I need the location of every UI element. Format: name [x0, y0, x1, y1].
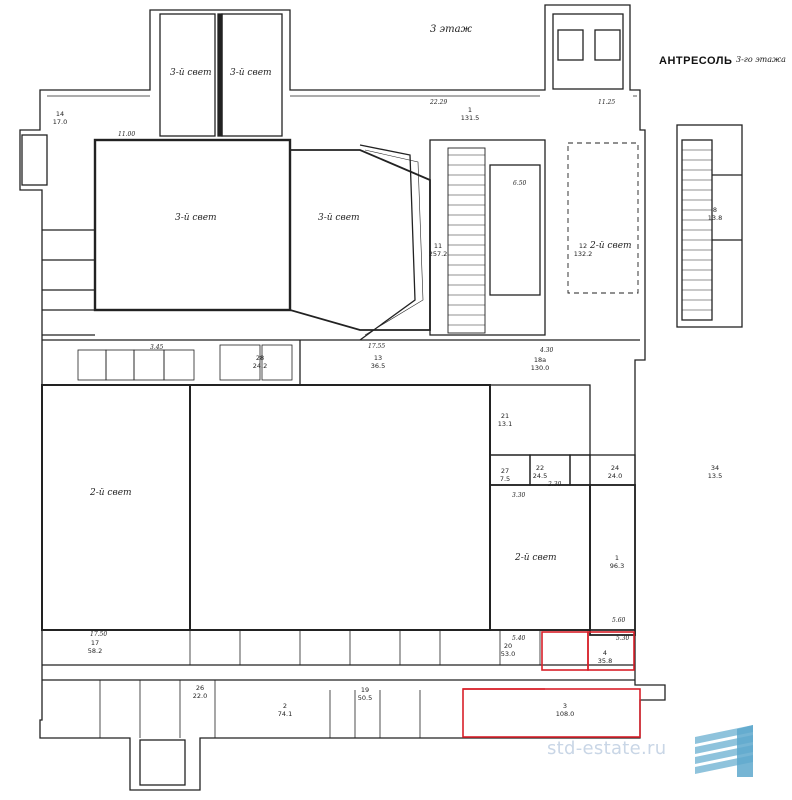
room-number: 2	[283, 702, 287, 710]
room-area: 24.0	[608, 472, 622, 480]
room-area: 130.0	[531, 364, 550, 372]
void-label: 2-й свет	[89, 488, 132, 498]
room-number: 28	[256, 354, 264, 362]
floor-label: 3 этаж	[430, 24, 472, 35]
room-area: 13.1	[498, 420, 512, 428]
room-area: 132.2	[574, 250, 593, 258]
room-number: 17	[91, 639, 99, 647]
room-number: 4	[603, 649, 607, 657]
room-area: 35.8	[598, 657, 612, 665]
room-area: 74.1	[278, 710, 292, 718]
highlighted-rooms	[462, 631, 641, 738]
void-label: 3-й свет	[170, 68, 212, 78]
room-number: 14	[56, 110, 64, 118]
room-area: 96.3	[610, 562, 624, 570]
room-number: 21	[501, 412, 509, 420]
room-area: 13.8	[708, 214, 722, 222]
dimension-label: 5.60	[612, 617, 626, 624]
dimension-label: 5.40	[512, 635, 526, 642]
room-number: 26	[196, 684, 204, 692]
dimension-label: 17.55	[368, 343, 385, 350]
room-area: 36.5	[371, 362, 385, 370]
outer-wall	[19, 4, 666, 791]
dimension-label: 3.30	[512, 492, 526, 499]
void-label: 3-й свет	[318, 213, 360, 223]
dimension-label: 22.29	[429, 99, 447, 106]
room-area: 58.2	[88, 647, 102, 655]
room-area: 17.0	[53, 118, 67, 126]
void-label: 3-й свет	[230, 68, 272, 78]
room-area: 7.5	[500, 475, 510, 483]
mezzanine-title: АНТРЕСОЛЬ	[659, 55, 733, 67]
room-area: 24.2	[253, 362, 267, 370]
watermark-text: std-estate.ru	[547, 738, 667, 759]
room-number: 22	[536, 464, 544, 472]
dimension-label: 11.25	[598, 99, 615, 106]
room-area: 22.0	[193, 692, 207, 700]
room-area: 108.0	[556, 710, 575, 718]
room-number: 13	[374, 354, 382, 362]
dimension-label: 17.50	[90, 631, 107, 638]
dimension-label: 2.30	[547, 481, 562, 488]
room-number: 11	[434, 242, 442, 250]
building-logo-icon	[695, 725, 753, 777]
room-area: 13.5	[708, 472, 722, 480]
void-label: 2-й свет	[514, 553, 557, 563]
room-number: 18а	[534, 356, 546, 364]
void-label: 2-й свет	[589, 241, 632, 251]
room-area: 24.5	[533, 472, 547, 480]
void-label: 3-й свет	[175, 213, 217, 223]
dimension-label: 6.50	[513, 180, 527, 187]
room-number: 8	[713, 206, 717, 214]
dimension-label: 4.30	[539, 347, 554, 354]
room-number: 1	[468, 106, 472, 114]
dimension-label: 11.00	[118, 131, 135, 138]
room-number: 3	[563, 702, 567, 710]
room-area: 131.5	[461, 114, 480, 122]
room-number: 20	[504, 642, 512, 650]
mezzanine-subtitle: 3-го этажа	[736, 55, 786, 64]
dimension-label: 5.30	[616, 635, 630, 642]
room-area: 257.2	[429, 250, 448, 258]
room-number: 27	[501, 467, 509, 475]
room-area: 53.0	[501, 650, 515, 658]
room-area: 50.5	[358, 694, 372, 702]
room-number: 19	[361, 686, 369, 694]
room-number: 1	[615, 554, 619, 562]
room-number: 12	[579, 242, 587, 250]
dimension-label: 3.45	[150, 344, 164, 351]
room-number: 24	[611, 464, 619, 472]
room-number: 34	[711, 464, 719, 472]
